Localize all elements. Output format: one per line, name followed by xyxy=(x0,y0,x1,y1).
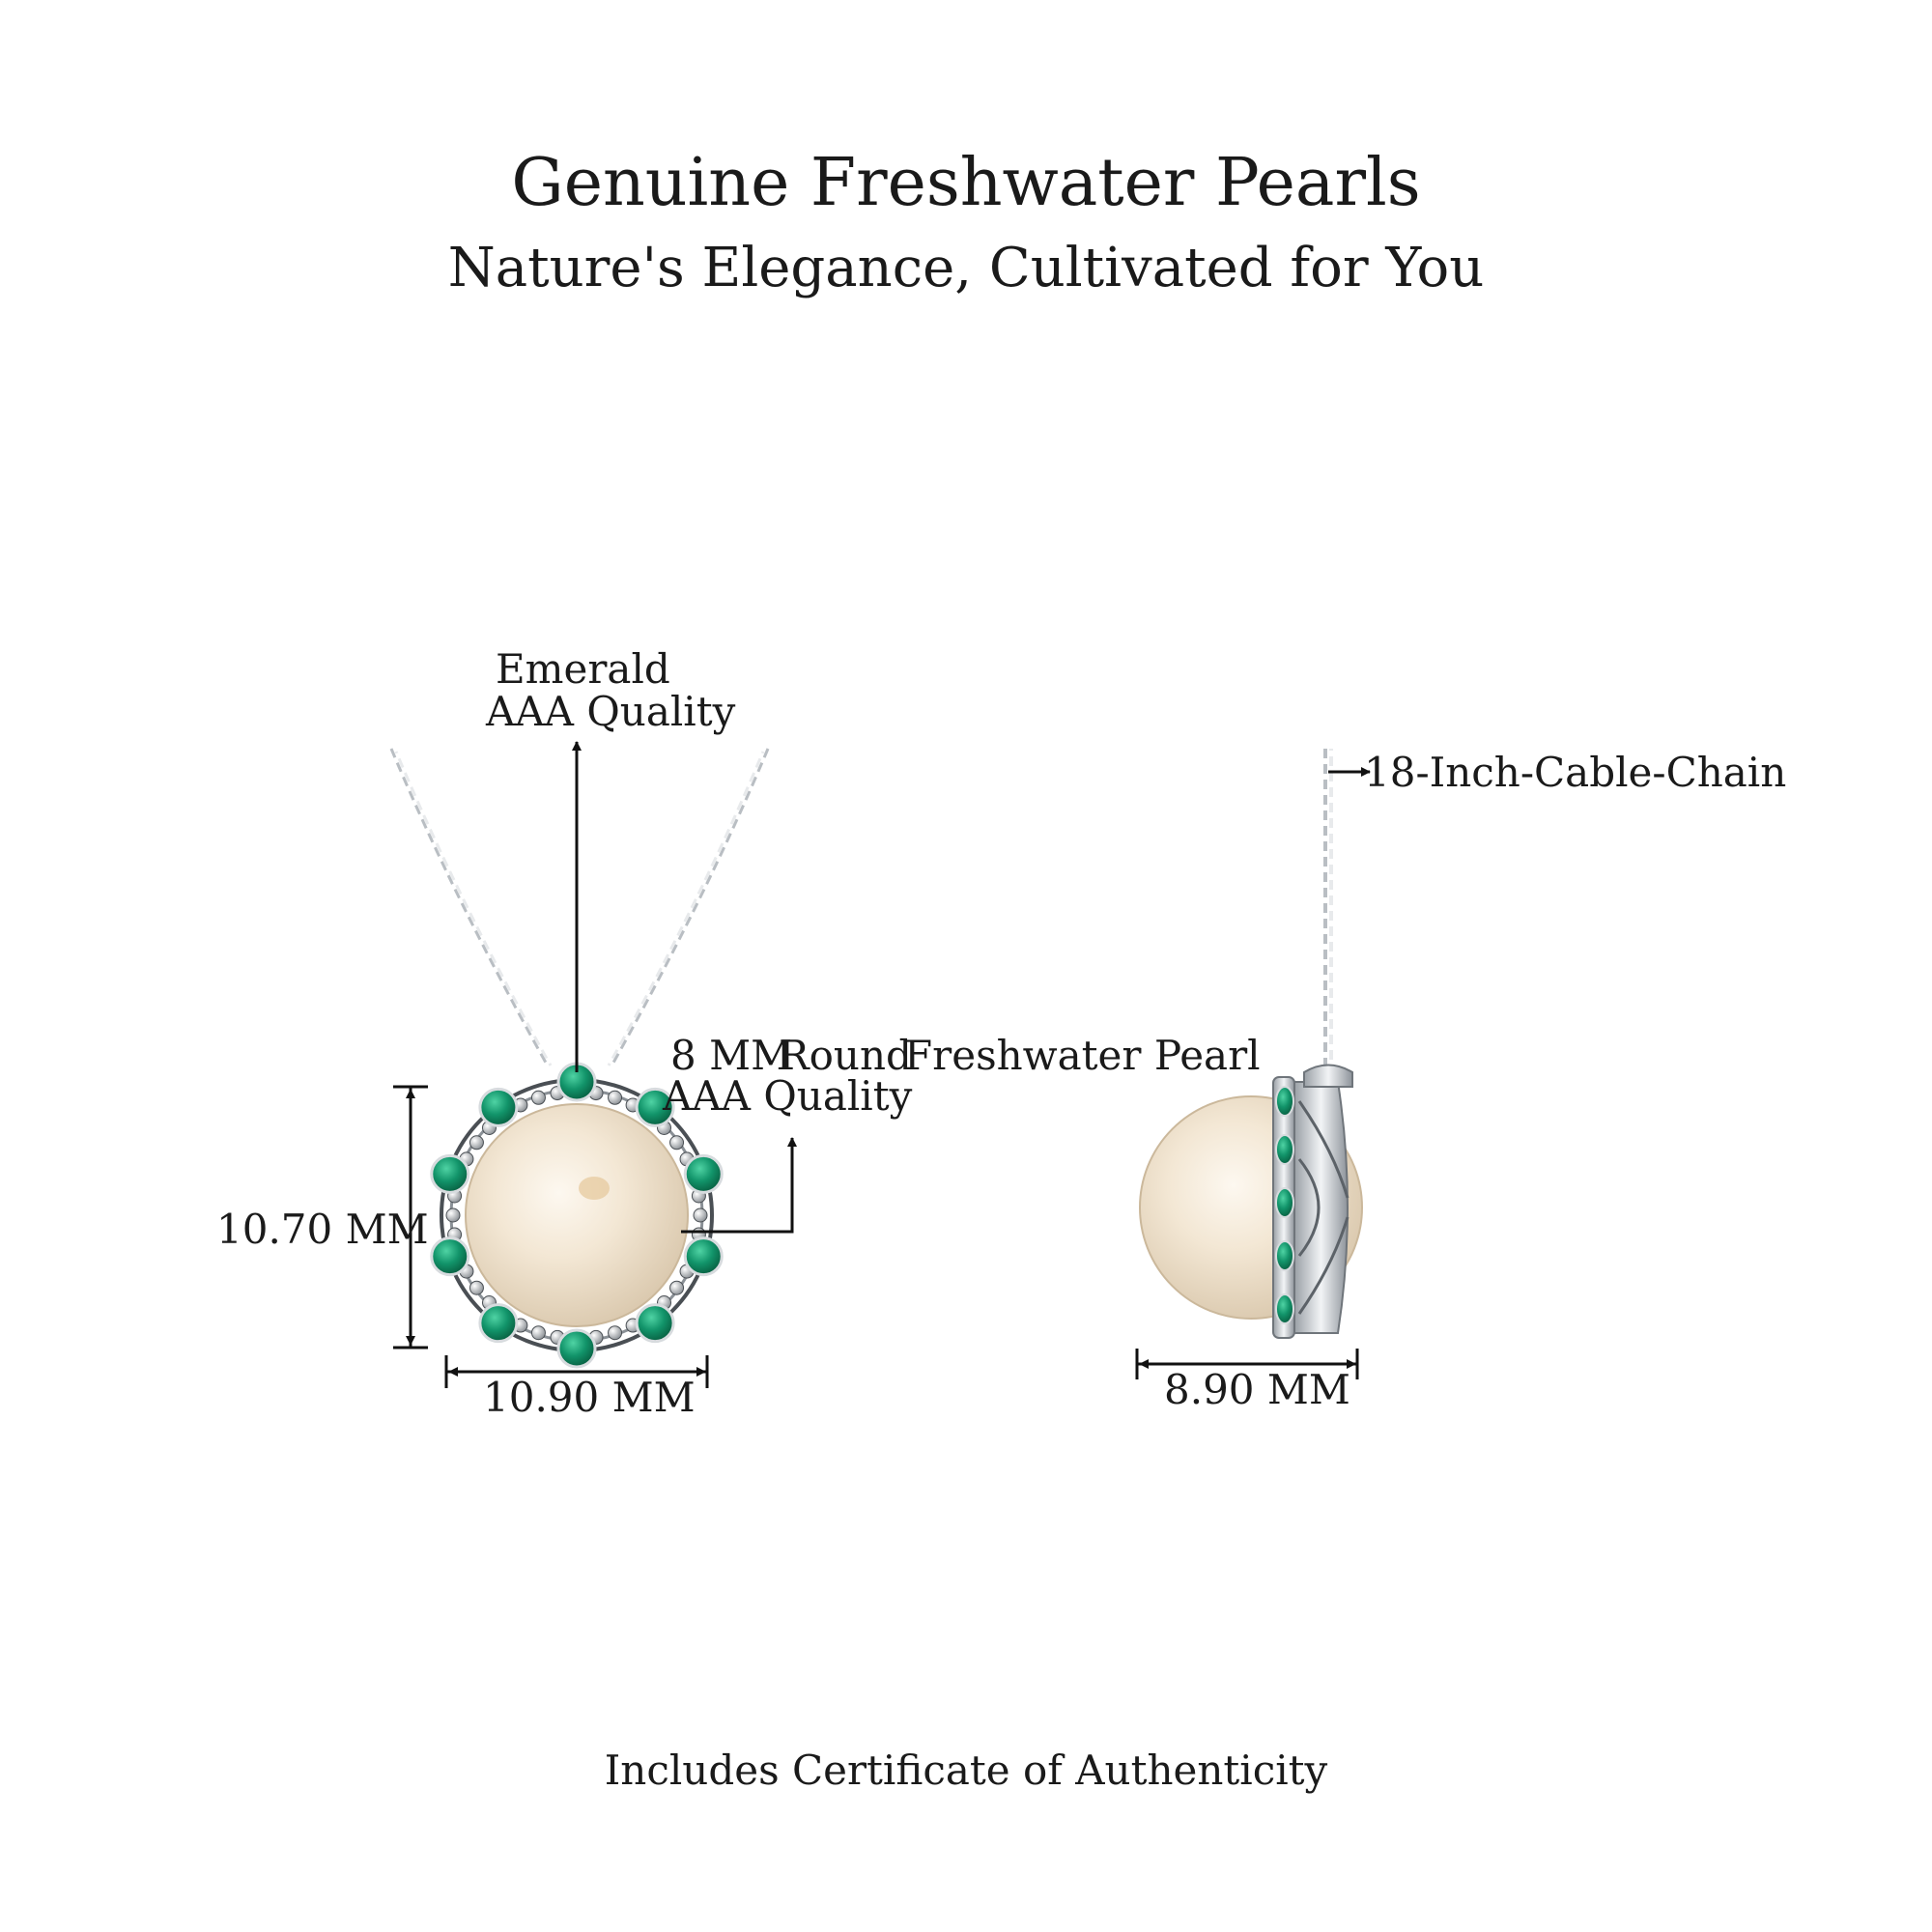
emerald-stone xyxy=(556,1328,597,1369)
halo-bead xyxy=(445,1208,461,1223)
emerald-stone xyxy=(430,1153,470,1194)
halo-bead xyxy=(608,1090,623,1105)
halo-emeralds xyxy=(430,1062,724,1369)
side-chain xyxy=(1323,749,1333,1082)
emerald-stone xyxy=(478,1303,519,1344)
side-emerald-stone xyxy=(1275,1293,1294,1324)
side-emerald-stone xyxy=(1275,1240,1294,1271)
page-title: Genuine Freshwater Pearls xyxy=(511,145,1421,221)
emerald-stone xyxy=(478,1087,519,1127)
side-emerald-stone xyxy=(1275,1187,1294,1218)
page-subtitle: Nature's Elegance, Cultivated for You xyxy=(447,237,1485,299)
front-pendant xyxy=(430,1062,724,1369)
halo-bead xyxy=(530,1325,546,1341)
depth-dimension-label: 8.90 MM xyxy=(1164,1366,1350,1413)
front-pearl xyxy=(465,1103,689,1327)
emerald-stone xyxy=(430,1236,470,1277)
emerald-quality-label: AAA Quality xyxy=(486,688,736,735)
pearl-shape-label: Round xyxy=(779,1032,912,1079)
front-chain xyxy=(389,748,770,1066)
emerald-stone xyxy=(635,1087,675,1127)
halo-bead xyxy=(469,1280,484,1295)
emerald-stone xyxy=(683,1236,724,1277)
halo-bead xyxy=(469,1135,484,1151)
side-pendant xyxy=(1139,1064,1363,1339)
certificate-text: Includes Certificate of Authenticity xyxy=(604,1747,1328,1794)
halo-bead xyxy=(669,1280,685,1295)
height-dimension-label: 10.70 MM xyxy=(216,1206,429,1253)
width-dimension-label: 10.90 MM xyxy=(483,1374,696,1421)
halo-bead xyxy=(530,1090,546,1105)
side-emeralds xyxy=(1275,1086,1294,1324)
pearl-size-label: 8 MM xyxy=(670,1032,793,1079)
emerald-label: Emerald xyxy=(496,645,670,693)
side-emerald-stone xyxy=(1275,1086,1294,1117)
chain-label: 18-Inch-Cable-Chain xyxy=(1364,749,1787,796)
emerald-stone xyxy=(683,1153,724,1194)
halo-bead xyxy=(669,1135,685,1151)
halo-bead xyxy=(693,1208,708,1223)
pearl-type-label: Freshwater Pearl xyxy=(904,1032,1261,1079)
emerald-stone xyxy=(635,1303,675,1344)
pearl-quality-label: AAA Quality xyxy=(663,1072,913,1120)
side-emerald-stone xyxy=(1275,1134,1294,1165)
halo-bead xyxy=(608,1325,623,1341)
callout-lines xyxy=(393,741,1371,1388)
